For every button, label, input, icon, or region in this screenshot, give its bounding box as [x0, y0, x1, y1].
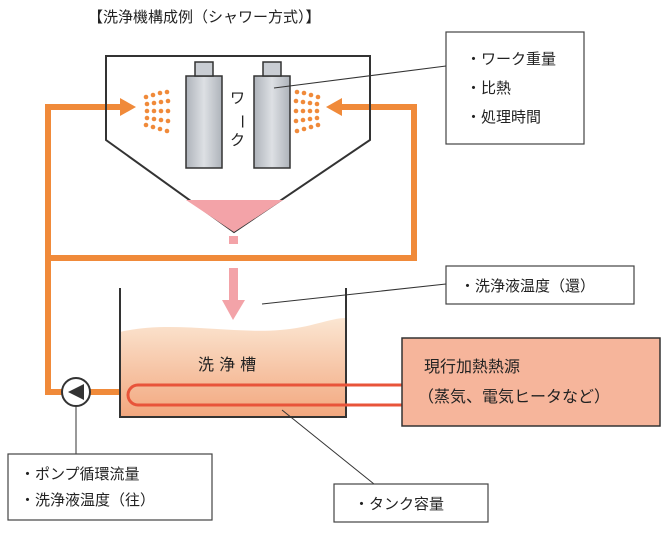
return-temp-callout-box [445, 265, 635, 305]
drain-liquid [186, 200, 283, 232]
tank-capacity-label: ・タンク容量 [354, 495, 444, 513]
tank-label: 洗 浄 槽 [198, 355, 256, 374]
work-label-char-1: ワ [230, 89, 245, 107]
heater-box [401, 337, 661, 427]
work-piece-right [253, 61, 291, 169]
pipe-arrow-left [120, 98, 136, 116]
drain-arrow [222, 300, 245, 320]
return-temp-leader [261, 283, 447, 305]
work-callout-item: ・ワーク重量 [466, 50, 556, 68]
tank-capacity-callout-box [333, 483, 489, 523]
pump-icon [61, 377, 91, 407]
tank-liquid [120, 318, 346, 417]
heater-label-1: 現行加熱熱源 [424, 357, 520, 376]
work-callout-item: ・処理時間 [466, 108, 541, 126]
tank-wall [119, 288, 347, 418]
diagram-title: 【洗浄機構成例（シャワー方式）】 [88, 8, 321, 26]
spray-right [293, 89, 321, 134]
work-piece-left [185, 61, 223, 169]
pipe-arrow-right [326, 98, 342, 116]
drain-stream-3 [229, 288, 238, 302]
pump-callout-2: ・洗浄液温度（往） [20, 491, 155, 509]
drain-stream-2 [229, 268, 238, 288]
heater-label-2: （蒸気、電気ヒータなど） [418, 387, 610, 406]
drain-stream [229, 236, 238, 244]
spray-chamber [105, 55, 371, 234]
work-callout-box [445, 31, 585, 145]
work-label-char-2: ー [233, 114, 251, 129]
pump-callout-1: ・ポンプ循環流量 [20, 465, 140, 483]
work-callout-item: ・比熱 [466, 79, 511, 97]
return-temp-label: ・洗浄液温度（還） [460, 277, 595, 295]
tank-capacity-leader [281, 409, 375, 485]
spray-left [143, 89, 171, 134]
heater-coil [126, 383, 402, 407]
work-callout-leader [273, 65, 447, 89]
work-label-char-3: ク [230, 131, 245, 149]
pump-callout-box [7, 453, 213, 521]
